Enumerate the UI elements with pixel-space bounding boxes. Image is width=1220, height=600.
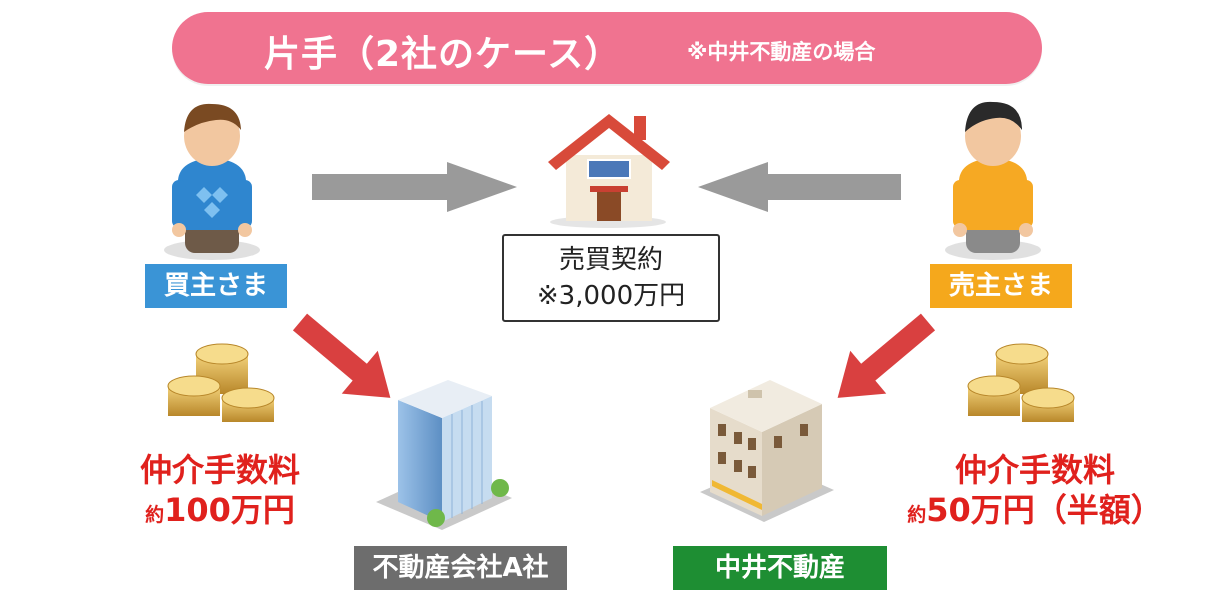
fee-left-title: 仲介手数料 — [139, 451, 300, 489]
fee-left: 仲介手数料 約100万円 — [110, 450, 330, 535]
seller-to-nakai-arrow — [837, 313, 936, 398]
coins-right-icon — [967, 343, 1075, 422]
buyer-label: 買主さま — [145, 264, 287, 308]
buyer-to-contract-arrow — [312, 162, 517, 212]
nakai-label: 中井不動産 — [673, 546, 887, 590]
buyer-to-company-arrow — [292, 313, 391, 398]
fee-right-amount: 50万円（半額） — [926, 491, 1163, 529]
seller-person-icon — [945, 101, 1041, 260]
fee-left-prefix: 約 — [145, 504, 165, 526]
contract-box: 売買契約 ※3,000万円 — [502, 234, 720, 322]
contract-amount: ※3,000万円 — [536, 281, 686, 311]
banner-note: ※中井不動産の場合 — [687, 40, 876, 64]
fee-left-amount: 100万円 — [164, 491, 295, 529]
seller-to-contract-arrow — [698, 162, 901, 212]
fee-right-title: 仲介手数料 — [954, 451, 1115, 489]
contract-title: 売買契約 — [558, 245, 663, 275]
fee-right: 仲介手数料 約50万円（半額） — [885, 450, 1185, 535]
title-banner: 片手（2社のケース） ※中井不動産の場合 — [172, 12, 1042, 84]
company-a-building-icon — [376, 380, 512, 530]
house-icon — [548, 114, 670, 228]
company-a-label: 不動産会社A社 — [354, 546, 567, 590]
seller-label: 売主さま — [930, 264, 1072, 308]
buyer-person-icon — [164, 103, 260, 260]
fee-right-prefix: 約 — [907, 504, 927, 526]
nakai-building-icon — [700, 380, 834, 522]
coins-left-icon — [167, 343, 275, 422]
banner-title: 片手（2社のケース） — [264, 34, 622, 75]
